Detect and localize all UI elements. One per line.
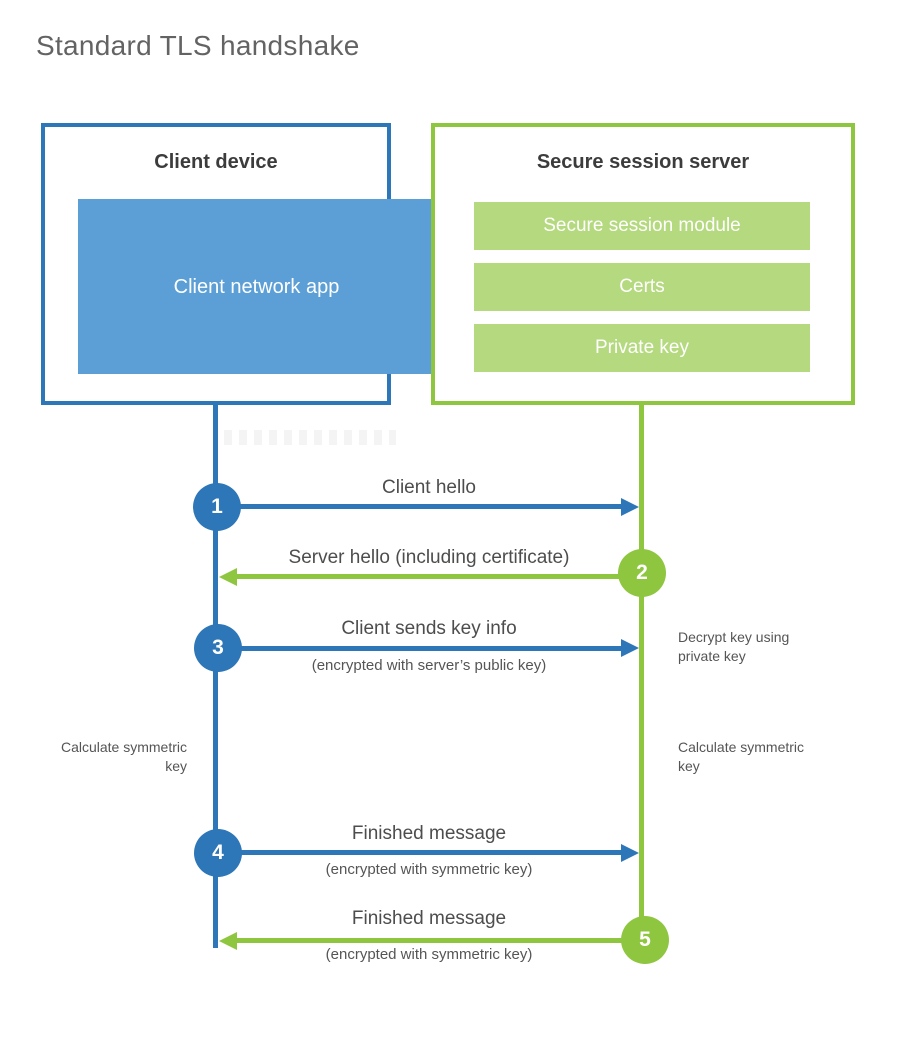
arrow-step2-head-left-icon bbox=[219, 568, 237, 586]
client-device-box: Client device Client network app bbox=[41, 123, 435, 405]
step5-label: Finished message bbox=[351, 908, 507, 929]
arrow-step4-head-right-icon bbox=[621, 844, 639, 862]
step4-badge: 4 bbox=[194, 829, 242, 877]
arrow-step5-line bbox=[237, 938, 642, 943]
server-module-certs: Certs bbox=[474, 263, 810, 311]
step4-sublabel: (encrypted with symmetric key) bbox=[325, 861, 533, 878]
step1-label: Client hello bbox=[382, 477, 476, 498]
step5-badge: 5 bbox=[621, 916, 669, 964]
step3-sublabel: (encrypted with server’s public key) bbox=[311, 657, 547, 674]
step3-badge: 3 bbox=[194, 624, 242, 672]
client-network-app-label: Client network app bbox=[173, 275, 340, 298]
diagram-title: Standard TLS handshake bbox=[36, 30, 360, 61]
arrow-step3-head-right-icon bbox=[621, 639, 639, 657]
client-device-header: Client device bbox=[154, 151, 278, 173]
arrow-step1-head-right-icon bbox=[621, 498, 639, 516]
step1-badge: 1 bbox=[193, 483, 241, 531]
server-lifeline bbox=[639, 405, 644, 940]
secure-session-server-header: Secure session server bbox=[536, 151, 750, 173]
step5-sublabel: (encrypted with symmetric key) bbox=[325, 946, 533, 963]
arrow-step2-line bbox=[237, 574, 642, 579]
note-calculate-symmetric-key-server: Calculate symmetric key bbox=[678, 739, 805, 774]
server-module-secure-session: Secure session module bbox=[474, 202, 810, 250]
arrow-step5-head-left-icon bbox=[219, 932, 237, 950]
client-network-app-box: Client network app bbox=[78, 199, 435, 374]
arrow-step1-line bbox=[216, 504, 621, 509]
step2-badge: 2 bbox=[618, 549, 666, 597]
note-decrypt-key: Decrypt key using private key bbox=[678, 629, 790, 664]
arrow-step4-line bbox=[216, 850, 621, 855]
secure-session-server-box: Secure session server Secure session mod… bbox=[431, 123, 855, 405]
step3-label: Client sends key info bbox=[341, 618, 517, 639]
client-lifeline bbox=[213, 405, 218, 948]
ghost-artifact bbox=[224, 430, 396, 445]
step2-label: Server hello (including certificate) bbox=[288, 547, 570, 568]
server-module-private-key: Private key bbox=[474, 324, 810, 372]
note-calculate-symmetric-key-client: Calculate symmetric key bbox=[60, 739, 187, 774]
arrow-step3-line bbox=[216, 646, 621, 651]
step4-label: Finished message bbox=[351, 823, 507, 844]
